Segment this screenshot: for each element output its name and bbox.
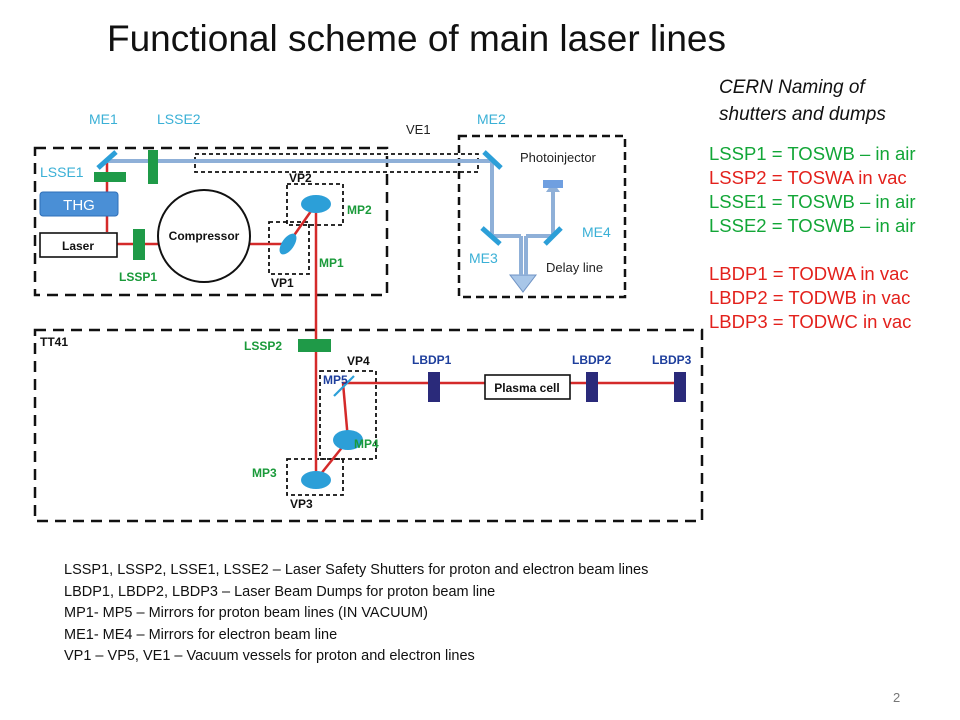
- compressor-label: Compressor: [169, 229, 240, 243]
- me1-label: ME1: [89, 111, 118, 127]
- ve1-label: VE1: [406, 122, 431, 137]
- naming-item: LBDP3 = TODWC in vac: [709, 311, 912, 332]
- note-line: LSSP1, LSSP2, LSSE1, LSSE2 – Laser Safet…: [64, 562, 649, 578]
- mp4-mirror: [333, 430, 363, 450]
- lbdp3-dump: [674, 372, 686, 402]
- vp2-label: VP2: [289, 171, 312, 185]
- me2-mirror: [482, 150, 503, 170]
- lssp2-label: LSSP2: [244, 339, 282, 353]
- naming-title-line-2: shutters and dumps: [719, 104, 886, 125]
- naming-title: CERN Naming of shutters and dumps: [719, 74, 886, 128]
- lsse1-label: LSSE1: [40, 164, 84, 180]
- lbdp3-label: LBDP3: [652, 353, 692, 367]
- photoinjector-label: Photoinjector: [520, 150, 597, 165]
- photoinjector-box: [457, 134, 627, 299]
- delay-line-retroreflector: [508, 274, 538, 293]
- plasma-cell-label: Plasma cell: [494, 381, 559, 395]
- plasma-cell-box: [484, 374, 571, 400]
- laser-label: Laser: [62, 239, 94, 253]
- laser-box: [39, 232, 118, 258]
- me1-mirror: [96, 150, 118, 170]
- mp4-label: MP4: [354, 437, 379, 451]
- mp2-label: MP2: [347, 203, 372, 217]
- lssp1-shutter: [133, 229, 145, 260]
- mp5-mirror: [333, 375, 355, 397]
- lbdp1-label: LBDP1: [412, 353, 452, 367]
- note-line: ME1- ME4 – Mirrors for electron beam lin…: [64, 626, 338, 643]
- page-title: Functional scheme of main laser lines: [107, 18, 727, 59]
- vp1-label: VP1: [271, 276, 294, 290]
- mp3-label: MP3: [252, 466, 277, 480]
- compressor: [157, 189, 251, 283]
- me2-label: ME2: [477, 111, 506, 127]
- me3-mirror: [480, 226, 502, 246]
- lbdp1-dump: [428, 372, 440, 402]
- mp5-label: MP5: [323, 373, 348, 387]
- vp1-vessel: [268, 221, 310, 275]
- note-line: LBDP1, LBDP2, LBDP3 – Laser Beam Dumps f…: [64, 583, 496, 600]
- thg-label: THG: [63, 197, 95, 214]
- tt41-label: TT41: [40, 335, 68, 349]
- naming-item: LSSE2 = TOSWB – in air: [709, 215, 916, 236]
- ve1-vessel: [194, 153, 479, 173]
- lbdp2-dump: [586, 372, 598, 402]
- tt41-box: [33, 328, 704, 523]
- lbdp2-label: LBDP2: [572, 353, 612, 367]
- note-line: VP1 – VP5, VE1 – Vacuum vessels for prot…: [64, 648, 475, 664]
- delay-line-label: Delay line: [546, 260, 603, 275]
- lssp2-shutter: [298, 339, 331, 352]
- note-line: MP1- MP5 – Mirrors for proton beam lines…: [64, 605, 428, 621]
- mp1-label: MP1: [319, 256, 344, 270]
- vp4-vessel: [319, 370, 377, 460]
- naming-item: LBDP2 = TODWB in vac: [709, 287, 911, 308]
- naming-item: LBDP1 = TODWA in vac: [709, 263, 909, 284]
- lsse2-label: LSSE2: [157, 111, 201, 127]
- thg-box: [39, 191, 119, 217]
- mp2-mirror: [301, 195, 331, 213]
- vp3-label: VP3: [290, 497, 313, 511]
- me4-label: ME4: [582, 224, 611, 240]
- page-number: 2: [893, 690, 901, 705]
- vp2-vessel: [286, 183, 344, 226]
- lssp1-label: LSSP1: [119, 270, 157, 284]
- naming-list: LSSP1 = TOSWB – in air LSSP2 = TOSWA in …: [709, 142, 916, 334]
- naming-item: LSSP1 = TOSWB – in air: [709, 143, 916, 164]
- notes: LSSP1, LSSP2, LSSE1, LSSE2 – Laser Safet…: [64, 560, 648, 668]
- mp3-mirror: [301, 471, 331, 489]
- me4-mirror: [543, 226, 563, 246]
- laser-room-box: [33, 146, 389, 297]
- naming-item: LSSP2 = TOSWA in vac: [709, 167, 907, 188]
- naming-title-line-1: CERN Naming of: [719, 77, 865, 98]
- me3-label: ME3: [469, 250, 498, 266]
- vp4-label: VP4: [347, 354, 370, 368]
- lsse2-shutter: [148, 150, 158, 184]
- mp1-mirror: [279, 233, 297, 255]
- naming-item: LSSE1 = TOSWB – in air: [709, 191, 916, 212]
- photocathode: [543, 180, 563, 188]
- lsse1-shutter: [94, 172, 126, 182]
